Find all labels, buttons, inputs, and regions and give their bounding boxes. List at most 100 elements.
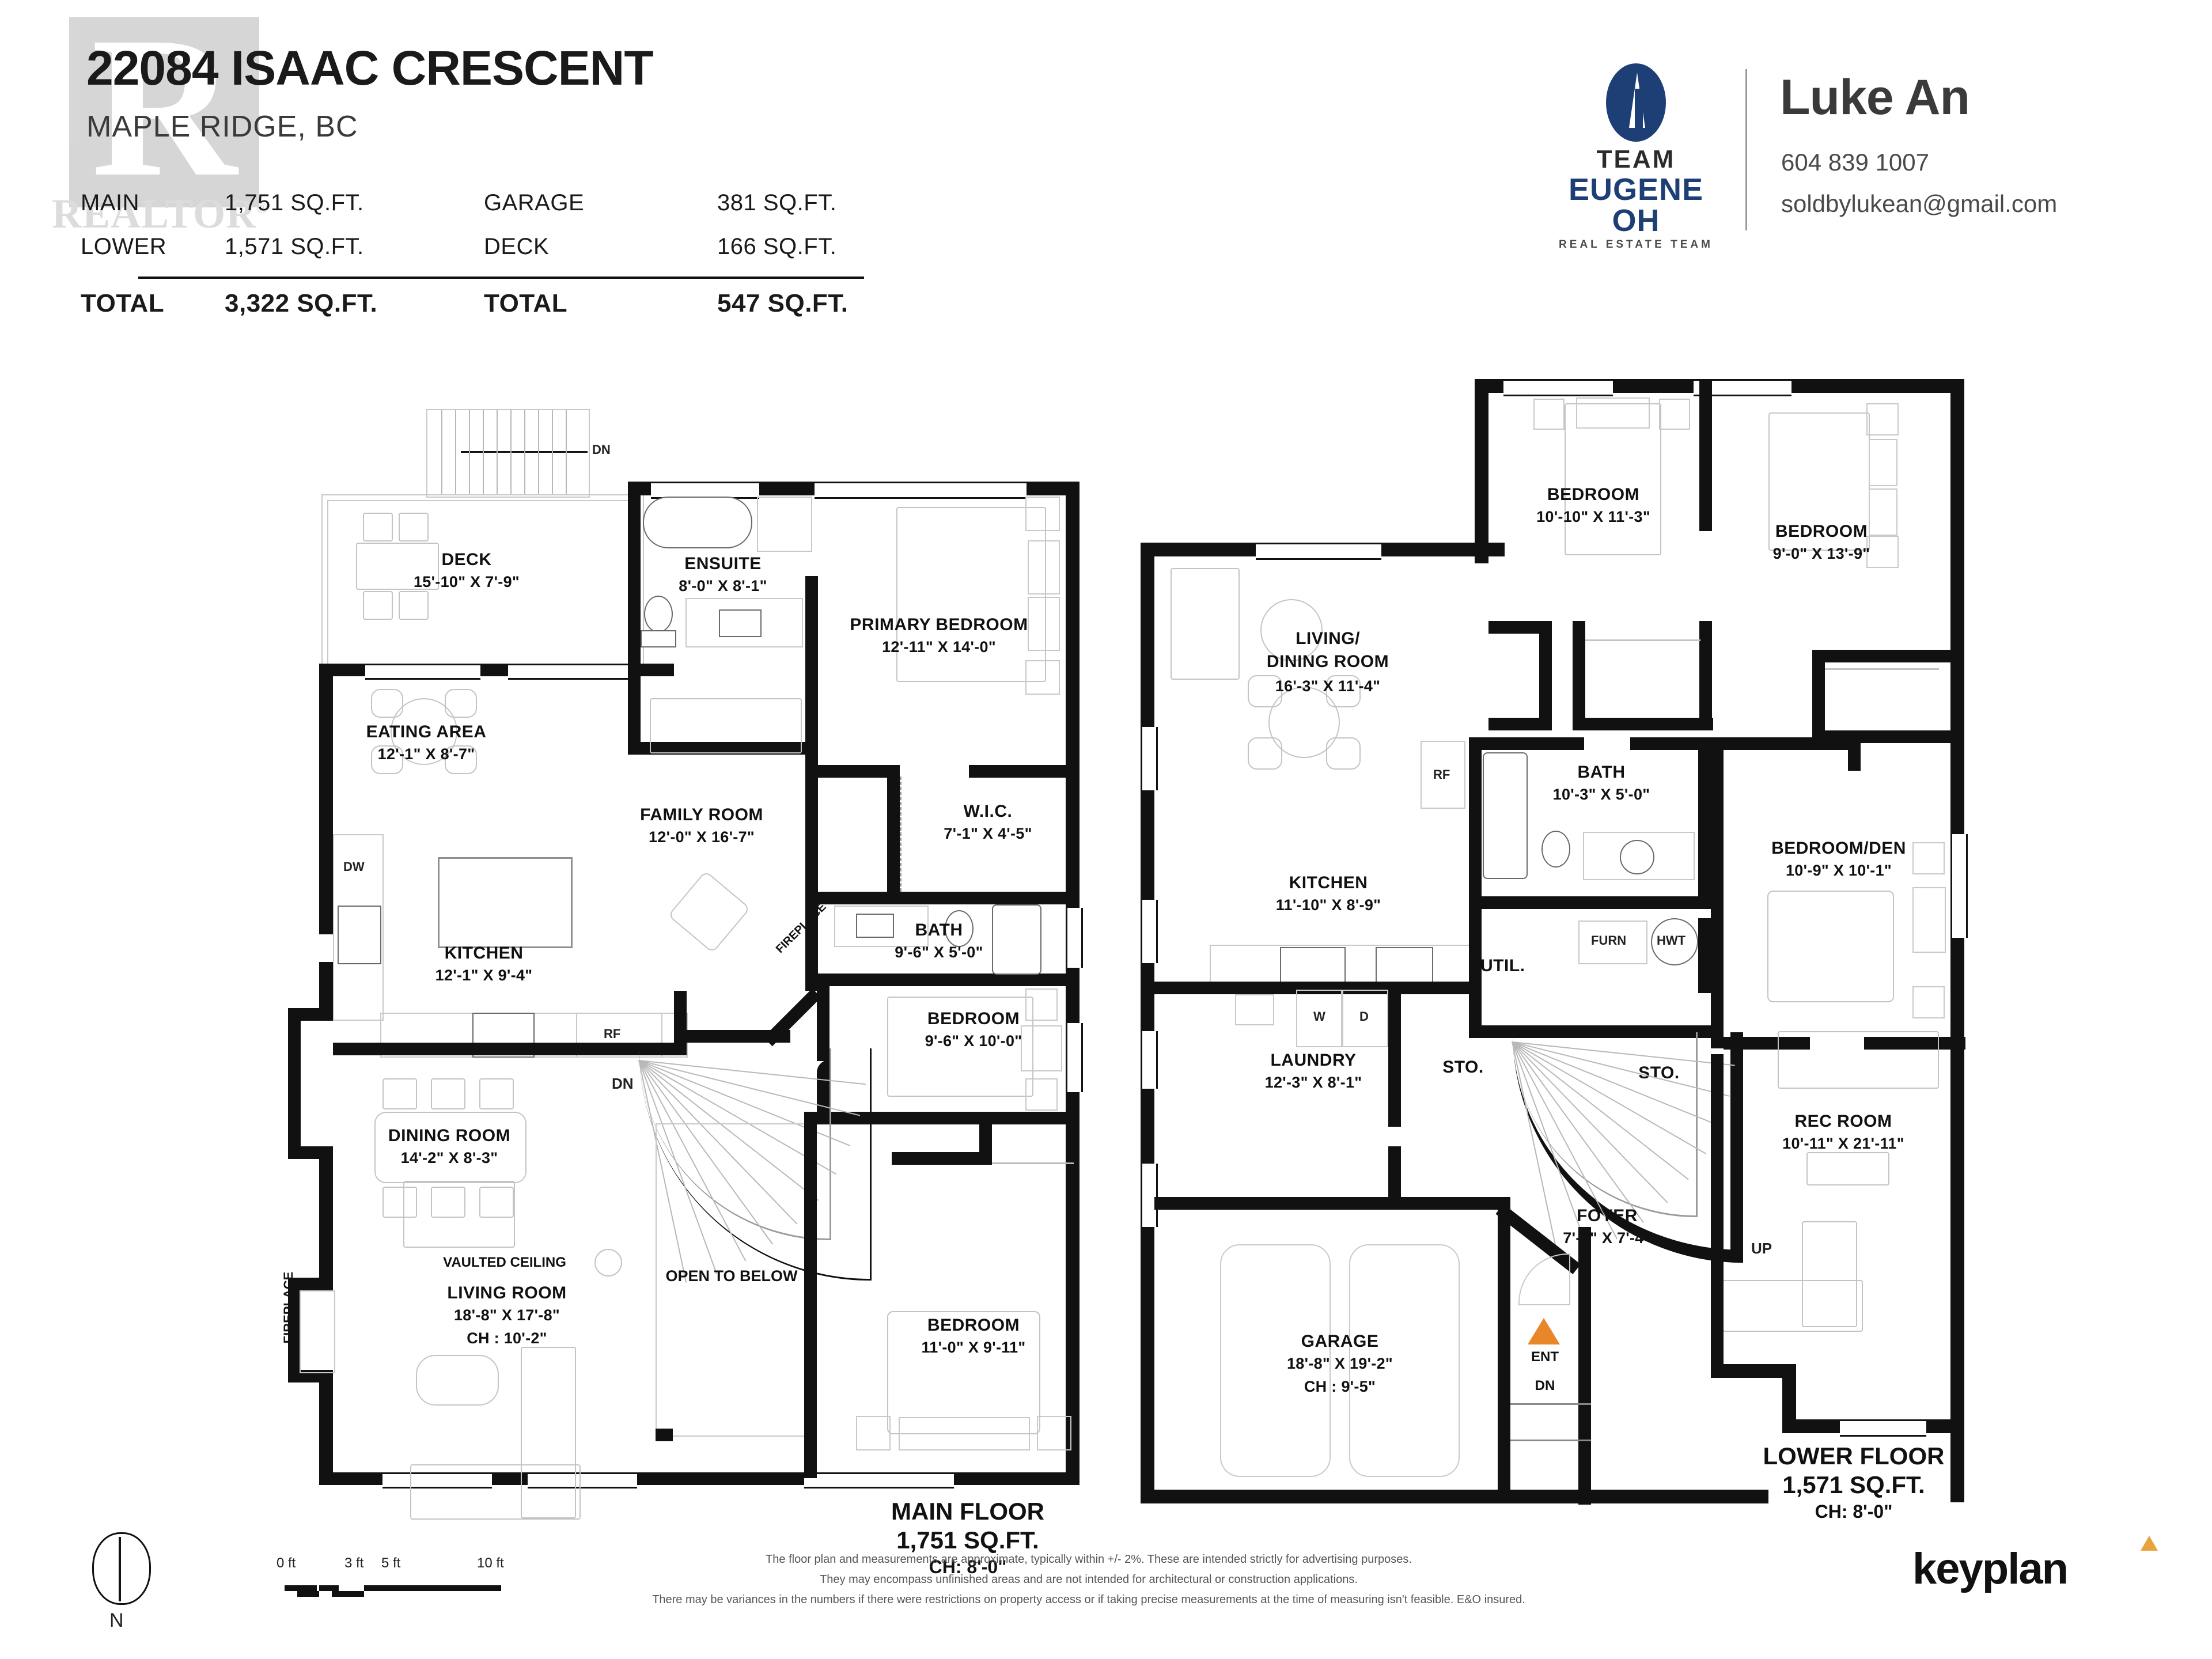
summary-label: MAIN — [81, 190, 139, 215]
interior-wall-lower-bedroom-1 — [1699, 379, 1712, 531]
patio-door — [508, 664, 641, 680]
room-label-lower-dining: DINING ROOM — [1266, 652, 1389, 671]
window — [1256, 543, 1381, 560]
window — [365, 664, 480, 680]
window — [1141, 727, 1158, 790]
sectional-living — [521, 1347, 576, 1518]
realtor-watermark-word: REALTOR® — [52, 191, 268, 237]
realtor-watermark-box — [69, 17, 259, 207]
main-stair-curved — [638, 1048, 893, 1290]
scale-label: 5 ft — [381, 1555, 401, 1571]
bath-vanity — [1583, 832, 1695, 880]
keyplan-fox-icon — [2141, 1536, 2158, 1551]
main-stair-dn-label: DN — [612, 1075, 634, 1092]
room-label-living-room: LIVING ROOM — [447, 1283, 567, 1302]
wic-shelf — [900, 777, 904, 892]
exterior-wall-left — [1141, 543, 1154, 727]
deck-stair-outline — [426, 409, 590, 498]
exterior-wall-top — [641, 664, 674, 676]
dresser — [1869, 439, 1897, 486]
interior-wall-hall — [1539, 621, 1552, 730]
lower-floor-caption-area: 1,571 SQ.FT. — [1782, 1471, 1925, 1498]
dining-chair — [1248, 675, 1282, 707]
deck-table — [356, 543, 439, 590]
interior-wall-closet — [979, 1112, 992, 1165]
kitchen-sink — [1280, 947, 1346, 983]
entry-label: ENT — [1531, 1349, 1559, 1365]
header: R REALTOR® 22084 ISAAC CRESCENT MAPLE RI… — [0, 0, 2212, 357]
room-dim-garage: 18'-8" X 19'-2" — [1286, 1355, 1393, 1372]
summary-value: 1,571 SQ.FT. — [225, 234, 364, 259]
armchair-family — [668, 870, 751, 953]
dining-table — [374, 1112, 527, 1183]
exterior-wall-bottom — [319, 1472, 382, 1485]
room-dim-deck: 15'-10" X 7'-9" — [413, 573, 520, 590]
room-dim-bedroom-den: 10'-9" X 10'-1" — [1785, 862, 1892, 879]
sectional-living — [410, 1464, 581, 1520]
refrigerator — [576, 1013, 662, 1058]
room-label-ensuite: ENSUITE — [684, 554, 762, 573]
entry-marker-icon — [1528, 1318, 1560, 1344]
entry-dn-label: DN — [1535, 1378, 1555, 1393]
interior-wall-den — [1711, 737, 1724, 1048]
room-label-bedroom-den: BEDROOM/DEN — [1771, 839, 1906, 858]
interior-wall-bath — [818, 974, 1080, 986]
bath-vanity — [834, 906, 929, 947]
exterior-wall-bottom — [672, 1472, 804, 1485]
eating-chair — [371, 689, 403, 718]
room-label-lower-living: LIVING/ — [1296, 629, 1360, 648]
exterior-wall-left — [319, 1159, 333, 1222]
summary-label: DECK — [484, 234, 550, 259]
dining-chair — [479, 1078, 514, 1109]
hot-water-tank — [1651, 918, 1698, 965]
summary-divider — [484, 276, 864, 279]
realtor-watermark-letter: R — [91, 0, 237, 218]
exterior-wall-bottom — [492, 1472, 528, 1485]
vanity — [685, 598, 803, 647]
bed-third — [887, 1311, 1040, 1434]
main-floor-caption-title: MAIN FLOOR — [891, 1498, 1044, 1525]
sectional-rec — [1802, 1221, 1857, 1327]
room-label-laundry: LAUNDRY — [1270, 1051, 1357, 1070]
dryer-label: D — [1359, 1009, 1369, 1024]
interior-wall-bath-lower — [1630, 737, 1711, 750]
interior-wall-den — [1724, 1037, 1810, 1050]
exterior-wall-top-living — [1141, 543, 1256, 556]
sofa-lower-living — [1171, 568, 1240, 680]
entry-step — [1510, 1403, 1591, 1441]
deck-stair-treads — [427, 410, 586, 494]
exterior-wall-top — [319, 664, 365, 676]
exterior-wall-rec-bottom — [1926, 1419, 1964, 1433]
exterior-wall-rec-bottom — [1782, 1419, 1840, 1433]
room-dim-kitchen: 12'-1" X 9'-4" — [435, 967, 533, 984]
interior-wall-garage — [1498, 1210, 1510, 1503]
summary-divider — [138, 276, 518, 279]
summary-label: LOWER — [81, 234, 167, 259]
loveseat-living — [403, 1181, 515, 1248]
refrigerator-label: RF — [1433, 767, 1450, 782]
nightstand — [1025, 1078, 1058, 1111]
dining-chair — [431, 1078, 465, 1109]
fireplace-box — [300, 1290, 335, 1373]
dining-chair — [479, 1187, 514, 1218]
washer — [1296, 990, 1343, 1047]
window — [804, 1472, 954, 1488]
page-title: 22084 ISAAC CRESCENT — [86, 41, 654, 95]
exterior-wall-left — [319, 1376, 333, 1485]
dresser — [1028, 597, 1060, 651]
room-label-rec-room: REC ROOM — [1794, 1112, 1892, 1131]
room-label-storage-2: STO. — [1442, 1058, 1484, 1077]
fireplace-label: FIREPLACE — [281, 1271, 296, 1344]
room-dim-living-room: 18'-8" X 17'-8" — [453, 1306, 560, 1324]
room-dim-wic: 7'-1" X 4'-5" — [944, 825, 1032, 842]
window — [1141, 1164, 1158, 1227]
dining-chair — [382, 1187, 417, 1218]
exterior-wall-left — [319, 664, 333, 934]
furnace-label: FURN — [1591, 933, 1627, 948]
room-label-foyer: FOYER — [1577, 1206, 1638, 1225]
interior-wall-hall — [1488, 621, 1552, 634]
interior-wall-laundry — [1154, 1197, 1401, 1210]
interior-wall-hall — [1573, 718, 1713, 730]
room-dim-lower-living: 16'-3" X 11'-4" — [1275, 677, 1381, 695]
disclaimer-line: The floor plan and measurements are appr… — [766, 1553, 1412, 1566]
